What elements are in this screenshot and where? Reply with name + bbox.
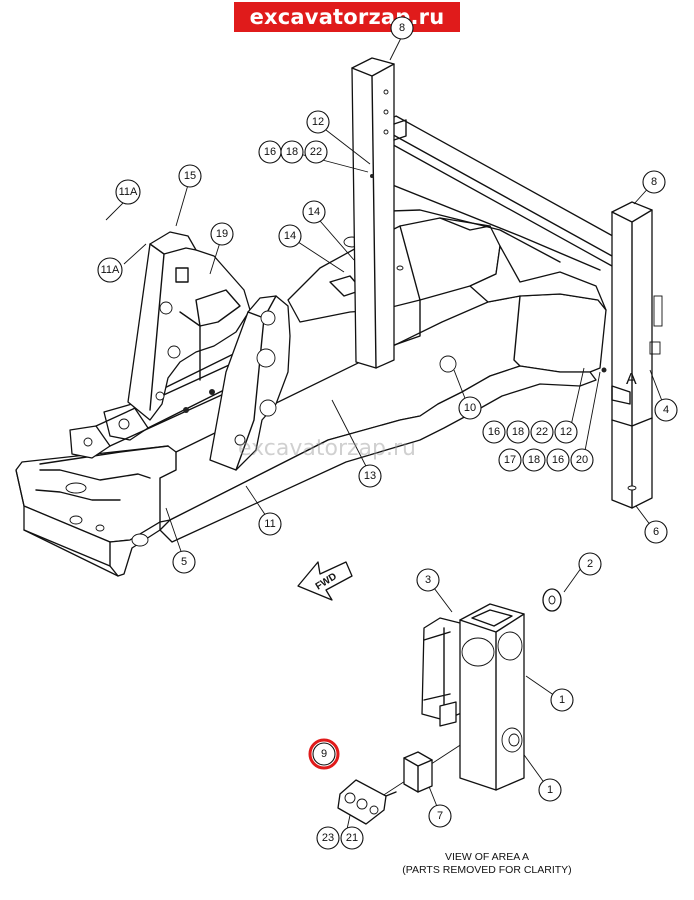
lower-rail: [159, 365, 597, 543]
svg-text:18: 18: [286, 146, 298, 158]
svg-text:22: 22: [536, 426, 548, 438]
svg-text:22: 22: [310, 146, 322, 158]
svg-text:19: 19: [216, 228, 228, 240]
svg-text:12: 12: [312, 116, 324, 128]
callout-22-top: 22: [304, 140, 328, 164]
callout-18-mid: 18: [506, 420, 530, 444]
front-crossmember: [15, 469, 161, 577]
callout-18-low: 18: [522, 448, 546, 472]
callout-9: 9: [308, 738, 340, 770]
callout-22-mid: 22: [530, 420, 554, 444]
detail-tube: [459, 603, 525, 791]
callout-8-top: 8: [390, 16, 414, 40]
svg-text:21: 21: [346, 832, 358, 844]
left-rear-post: [351, 57, 395, 369]
svg-text:9: 9: [321, 748, 327, 760]
callout-11a-top: 11A: [115, 179, 141, 205]
svg-text:18: 18: [528, 454, 540, 466]
frame-assembly: [15, 57, 663, 577]
callout-10: 10: [458, 396, 482, 420]
view-caption: VIEW OF AREA A (PARTS REMOVED FOR CLARIT…: [380, 851, 594, 877]
callout-1-lower: 1: [538, 778, 562, 802]
svg-text:8: 8: [399, 22, 405, 34]
svg-text:3: 3: [425, 574, 431, 586]
callout-19: 19: [210, 222, 234, 246]
callout-3: 3: [416, 568, 440, 592]
svg-text:16: 16: [488, 426, 500, 438]
view-caption-title: VIEW OF AREA A: [444, 851, 530, 863]
svg-text:16: 16: [552, 454, 564, 466]
svg-text:11A: 11A: [101, 264, 120, 276]
callout-14-a: 14: [302, 200, 326, 224]
svg-text:1: 1: [547, 784, 553, 796]
callout-12-top: 12: [306, 110, 330, 134]
callout-4: 4: [654, 398, 678, 422]
svg-text:4: 4: [663, 404, 669, 416]
callout-8-right: 8: [642, 170, 666, 194]
svg-text:10: 10: [464, 402, 476, 414]
callout-7: 7: [428, 804, 452, 828]
callout-16-top: 16: [258, 140, 282, 164]
left-rail: [15, 293, 607, 543]
callout-14-b: 14: [278, 224, 302, 248]
right-side-plate: [469, 245, 607, 311]
callout-9-highlight: [308, 738, 340, 770]
svg-text:11: 11: [264, 518, 275, 530]
svg-text:2: 2: [587, 558, 593, 570]
svg-text:14: 14: [284, 230, 296, 242]
callout-21: 21: [340, 826, 364, 850]
svg-text:17: 17: [504, 454, 516, 466]
svg-text:7: 7: [437, 810, 443, 822]
svg-text:6: 6: [653, 526, 659, 538]
forward-arrow: FWD: [297, 561, 353, 601]
svg-text:20: 20: [576, 454, 588, 466]
svg-text:14: 14: [308, 206, 320, 218]
svg-text:1: 1: [559, 694, 565, 706]
svg-text:12: 12: [560, 426, 572, 438]
svg-text:8: 8: [651, 176, 657, 188]
svg-text:16: 16: [264, 146, 276, 158]
left-tower: [127, 231, 251, 421]
callout-17: 17: [498, 448, 522, 472]
svg-text:15: 15: [184, 170, 196, 182]
callout-6: 6: [644, 520, 668, 544]
callout-23: 23: [316, 826, 340, 850]
detail-view-a: [337, 588, 562, 825]
area-a-label: A: [626, 371, 637, 388]
callout-16-mid: 16: [482, 420, 506, 444]
callout-16-low: 16: [546, 448, 570, 472]
svg-text:11A: 11A: [119, 186, 138, 198]
callout-15: 15: [178, 164, 202, 188]
svg-text:5: 5: [181, 556, 187, 568]
callouts: 8 12 16 18 22 15 11A 11A 19 14 14 8 4 6 …: [97, 16, 678, 850]
callout-12-mid: 12: [554, 420, 578, 444]
callout-2: 2: [578, 552, 602, 576]
svg-text:18: 18: [512, 426, 524, 438]
callout-18-top: 18: [280, 140, 304, 164]
callout-11: 11: [258, 512, 282, 536]
site-banner: excavatorzap.ru: [234, 2, 460, 32]
callout-20: 20: [570, 448, 594, 472]
callout-11a-bottom: 11A: [97, 257, 123, 283]
svg-text:23: 23: [322, 832, 334, 844]
callout-1-upper: 1: [550, 688, 574, 712]
callout-13: 13: [358, 464, 382, 488]
callout-5: 5: [172, 550, 196, 574]
view-caption-note: (PARTS REMOVED FOR CLARITY): [402, 864, 572, 876]
watermark: excavatorzap.ru: [238, 436, 416, 461]
svg-text:13: 13: [364, 470, 376, 482]
